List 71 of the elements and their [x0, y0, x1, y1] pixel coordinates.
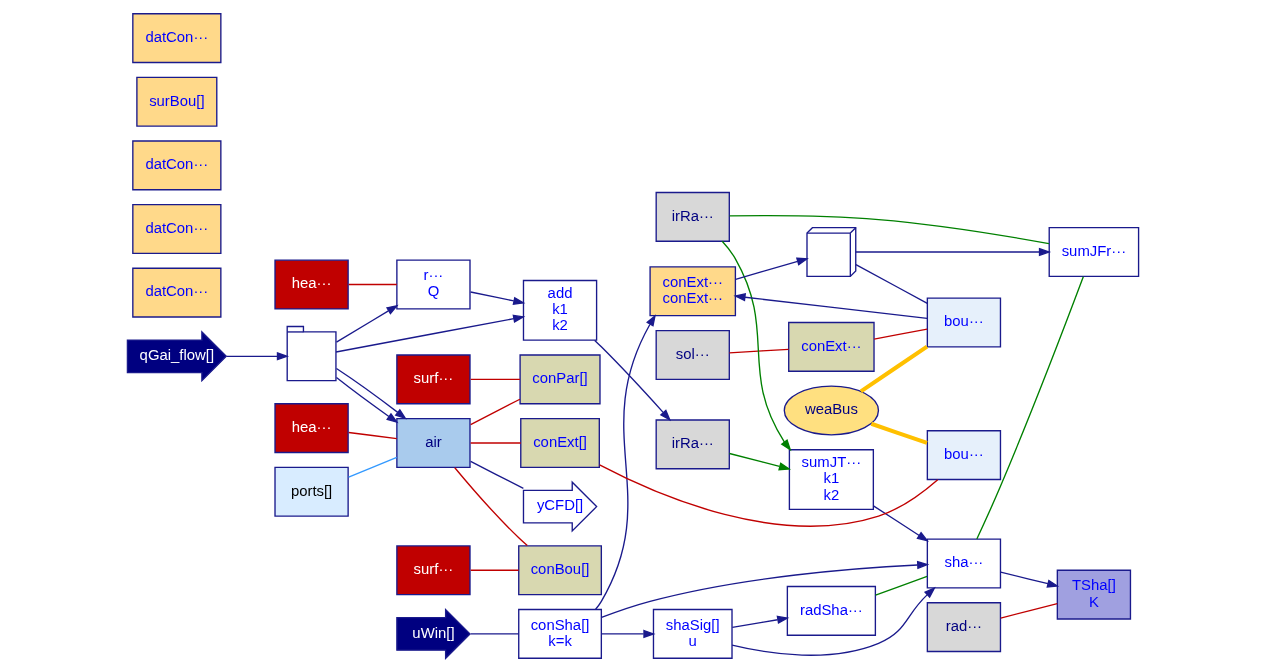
arrow: [721, 240, 791, 452]
arrow: [731, 615, 789, 629]
arrow: [335, 304, 399, 343]
arrow: [999, 571, 1059, 588]
node-box: air: [395, 417, 471, 469]
connector: [859, 344, 928, 394]
arrow: [469, 291, 525, 306]
node-box: datCon···: [131, 267, 222, 318]
connector: [469, 378, 521, 380]
connector: [870, 421, 928, 445]
arrow: [335, 376, 398, 424]
connector: [347, 283, 397, 286]
connector: [598, 464, 938, 527]
arrow: [335, 367, 407, 420]
node-box: sumJT··· k1 k2: [788, 449, 874, 510]
connector: [453, 467, 528, 547]
node-box: sumJFr···: [1048, 227, 1139, 278]
node-box: r··· Q: [395, 259, 471, 310]
arrow: [854, 247, 1051, 257]
node-box: hea···: [273, 403, 349, 454]
connector: [854, 263, 928, 305]
connector: [975, 276, 1084, 540]
arrow: [728, 452, 791, 471]
arrow: [732, 293, 928, 320]
arrow: [594, 314, 656, 610]
node-box: conSha[] k=k: [517, 608, 602, 659]
connector: [347, 456, 397, 478]
connector: [999, 602, 1058, 619]
node-box: add k1 k2: [522, 279, 597, 341]
connector: [347, 431, 397, 440]
arrow: [225, 352, 289, 361]
node-box: datCon···: [131, 203, 222, 255]
arrow: [600, 629, 655, 639]
arrow: [730, 586, 936, 656]
node-box: datCon···: [131, 13, 222, 64]
node-box: shaSig[] u: [652, 608, 733, 659]
connector: [469, 398, 521, 426]
arrow: [593, 339, 671, 422]
node-box: irRa···: [655, 191, 730, 242]
connector: [874, 575, 928, 596]
node-box: datCon···: [131, 140, 222, 191]
connector: [469, 442, 521, 444]
node-box: bou···: [926, 430, 1001, 481]
node-box: hea···: [273, 259, 349, 310]
connector: [728, 214, 1050, 245]
node-box: irRa···: [655, 419, 730, 470]
node-box: ports[]: [273, 466, 349, 517]
node-ellipse: weaBus: [783, 385, 879, 436]
arrow: [334, 314, 525, 353]
node-box: rad···: [926, 602, 1001, 653]
node-box: TSha[] K: [1056, 569, 1131, 620]
connector: [469, 569, 519, 571]
node-box: sol···: [655, 329, 730, 380]
node-box: bou···: [926, 297, 1001, 348]
node-box: conBou[]: [517, 545, 602, 596]
connector: [469, 633, 519, 635]
node-box: conPar[]: [518, 354, 601, 405]
node-box: sha···: [926, 538, 1001, 589]
arrow: [872, 505, 929, 542]
connector: [873, 328, 928, 340]
node-box: surf···: [395, 545, 471, 596]
node-box: conExt··· conExt···: [648, 266, 736, 317]
connector: [728, 348, 789, 354]
node-box: surBou[]: [135, 76, 217, 127]
node-box: conExt[]: [519, 417, 600, 469]
node-box: conExt···: [787, 321, 875, 372]
arrow: [734, 257, 809, 280]
arrow: [600, 560, 929, 619]
node-box: radSha···: [786, 585, 876, 636]
node-box: surf···: [395, 354, 471, 405]
connector: [469, 460, 524, 490]
